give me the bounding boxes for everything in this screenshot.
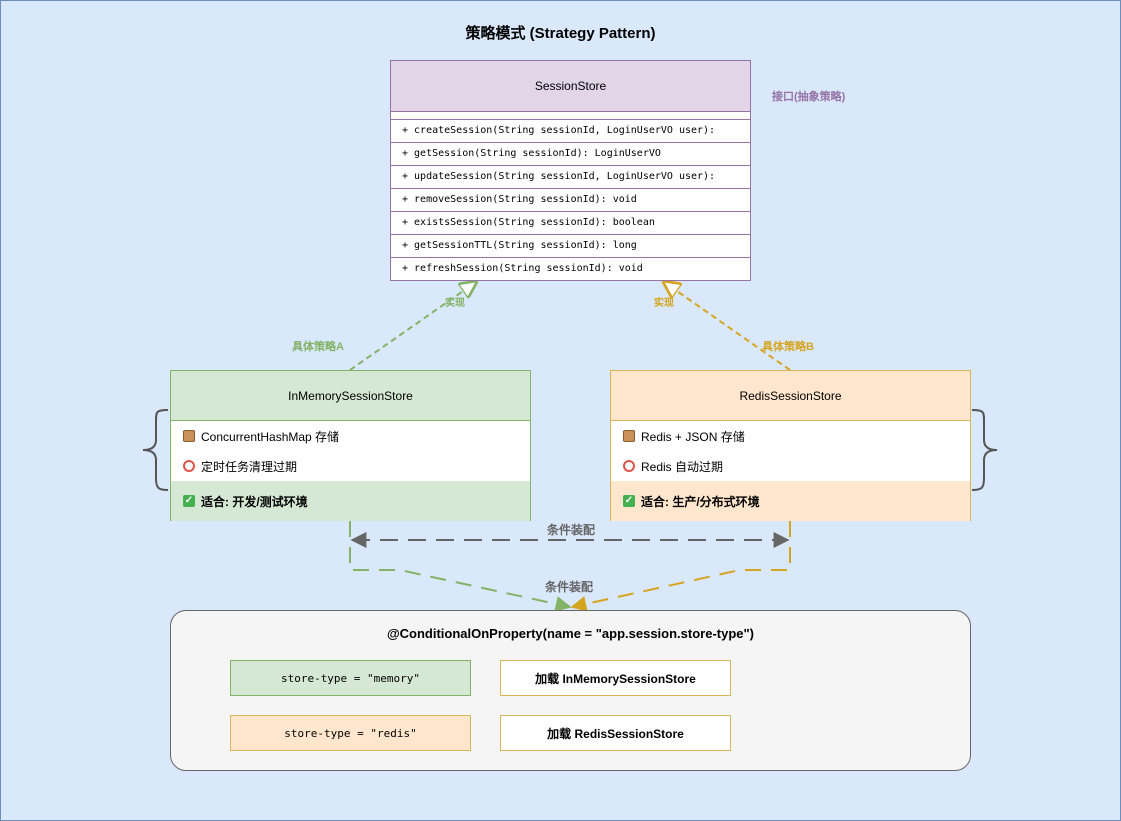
strategy-b-fit-row: ✓ 适合: 生产/分布式环境 <box>611 481 970 521</box>
strategy-a-storage-row: ConcurrentHashMap 存储 <box>171 421 530 451</box>
in-memory-session-store: InMemorySessionStore ConcurrentHashMap 存… <box>170 370 531 521</box>
method-update-session: + updateSession(String sessionId, LoginU… <box>391 165 750 188</box>
redis-condition: store-type = "redis" <box>230 715 471 751</box>
strategy-a-name: InMemorySessionStore <box>171 371 530 421</box>
implements-label-b: 实现 <box>654 298 674 309</box>
method-refresh-session: + refreshSession(String sessionId): void <box>391 257 750 280</box>
method-get-session-ttl: + getSessionTTL(String sessionId): long <box>391 234 750 257</box>
redis-result: 加载 RedisSessionStore <box>500 715 731 751</box>
strategy-b-name: RedisSessionStore <box>611 371 970 421</box>
session-store-interface: SessionStore + createSession(String sess… <box>390 60 751 281</box>
strategy-b-storage-row: Redis + JSON 存储 <box>611 421 970 451</box>
memory-result: 加载 InMemorySessionStore <box>500 660 731 696</box>
alarm-clock-icon <box>623 460 635 472</box>
method-create-session: + createSession(String sessionId, LoginU… <box>391 119 750 142</box>
interface-note: 接口(抽象策略) <box>772 91 846 103</box>
strategy-a-expiry: 定时任务清理过期 <box>201 459 298 474</box>
method-get-session: + getSession(String sessionId): LoginUse… <box>391 142 750 165</box>
check-icon: ✓ <box>623 495 635 507</box>
strategy-a-expiry-row: 定时任务清理过期 <box>171 451 530 481</box>
method-remove-session: + removeSession(String sessionId): void <box>391 188 750 211</box>
check-icon: ✓ <box>183 495 195 507</box>
package-icon <box>623 430 635 442</box>
memory-condition: store-type = "memory" <box>230 660 471 696</box>
strategy-a-fit: 适合: 开发/测试环境 <box>201 494 308 509</box>
redis-session-store: RedisSessionStore Redis + JSON 存储 Redis … <box>610 370 971 521</box>
strategy-b-expiry-row: Redis 自动过期 <box>611 451 970 481</box>
alarm-clock-icon <box>183 460 195 472</box>
strategy-a-fit-row: ✓ 适合: 开发/测试环境 <box>171 481 530 521</box>
strategy-a-storage: ConcurrentHashMap 存储 <box>201 429 340 444</box>
strategy-b-expiry: Redis 自动过期 <box>641 459 724 474</box>
strategy-b-storage: Redis + JSON 存储 <box>641 429 745 444</box>
method-exists-session: + existsSession(String sessionId): boole… <box>391 211 750 234</box>
interface-name: SessionStore <box>391 61 750 112</box>
diagram-title: 策略模式 (Strategy Pattern) <box>465 25 656 42</box>
conditional-wiring-label-top: 条件装配 <box>547 523 596 537</box>
strategy-b-fit: 适合: 生产/分布式环境 <box>641 494 760 509</box>
implements-label-a: 实现 <box>445 298 465 309</box>
package-icon <box>183 430 195 442</box>
strategy-a-label: 具体策略A <box>292 341 344 353</box>
strategy-b-label: 具体策略B <box>762 341 814 353</box>
conditional-annotation: @ConditionalOnProperty(name = "app.sessi… <box>386 626 755 641</box>
conditional-wiring-label-bottom: 条件装配 <box>545 580 594 594</box>
